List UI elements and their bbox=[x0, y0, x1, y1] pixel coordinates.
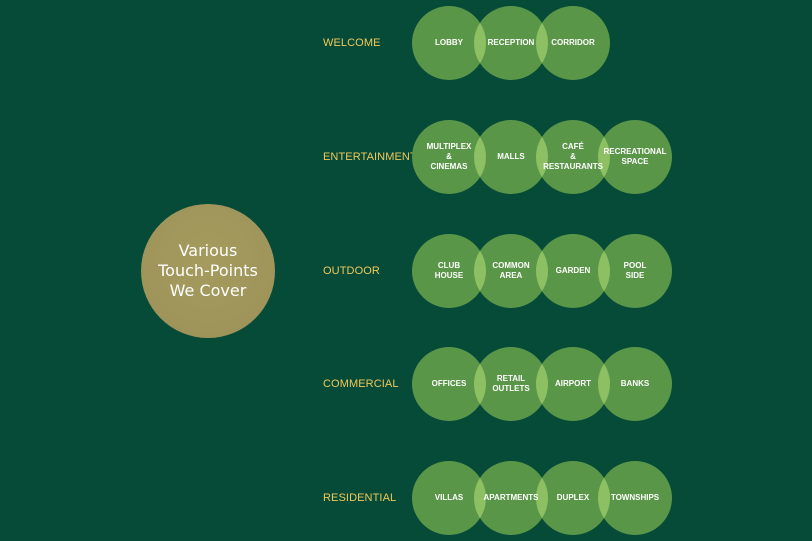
bubble-label: OFFICES bbox=[431, 379, 467, 388]
bubble-circle bbox=[536, 461, 610, 535]
bubble-label: CAFÉ & RESTAURANTS bbox=[543, 142, 603, 171]
bubble-circle bbox=[536, 234, 610, 308]
row-welcome: WELCOME LOBBY RECEPTION CORRIDOR bbox=[0, 6, 812, 80]
bubble-circle bbox=[474, 234, 548, 308]
bubble-label: TOWNSHIPS bbox=[610, 493, 660, 502]
category-label: OUTDOOR bbox=[323, 265, 380, 277]
bubble-chain bbox=[412, 234, 672, 308]
category-label: ENTERTAINMENT bbox=[323, 151, 417, 163]
bubble-circle bbox=[536, 120, 610, 194]
bubble-circle bbox=[536, 6, 610, 80]
bubble-label: CLUB HOUSE bbox=[434, 261, 464, 280]
category-label: WELCOME bbox=[323, 37, 381, 49]
row-residential: RESIDENTIAL VILLAS APARTMENTS DUPLEX TOWNSH… bbox=[0, 461, 812, 535]
bubble-label: CORRIDOR bbox=[551, 38, 595, 47]
bubble-circle bbox=[474, 461, 548, 535]
bubble-circle bbox=[474, 6, 548, 80]
center-circle: Various Touch-Points We Cover bbox=[141, 204, 275, 338]
bubble-circle bbox=[412, 120, 486, 194]
bubble-circle bbox=[474, 120, 548, 194]
row-outdoor: OUTDOOR CLUB HOUSE COMMON AREA GARDEN POOL … bbox=[0, 234, 812, 308]
bubble-label: MULTIPLEX & CINEMAS bbox=[426, 142, 472, 171]
bubble-label: RETAIL OUTLETS bbox=[492, 374, 530, 393]
category-label: RESIDENTIAL bbox=[323, 492, 397, 504]
bubble-label: MALLS bbox=[497, 152, 525, 161]
bubble-label: LOBBY bbox=[435, 38, 463, 47]
bubble-label: DUPLEX bbox=[556, 493, 590, 502]
bubble-circle bbox=[412, 234, 486, 308]
bubble-chain bbox=[412, 347, 672, 421]
bubble-label: AIRPORT bbox=[555, 379, 591, 388]
bubble-label: RECREATIONAL SPACE bbox=[603, 147, 667, 166]
bubble-circle bbox=[536, 347, 610, 421]
bubble-circle bbox=[412, 461, 486, 535]
bubble-label: POOL SIDE bbox=[623, 261, 647, 280]
row-commercial: COMMERCIAL OFFICES RETAIL OUTLETS AIRPORT B… bbox=[0, 347, 812, 421]
bubble-label: APARTMENTS bbox=[483, 493, 539, 502]
category-label: COMMERCIAL bbox=[323, 378, 399, 390]
bubble-label: RECEPTION bbox=[487, 38, 535, 47]
bubble-circle bbox=[598, 234, 672, 308]
bubble-circle bbox=[412, 347, 486, 421]
bubble-label: VILLAS bbox=[434, 493, 464, 502]
bubble-circle bbox=[598, 120, 672, 194]
bubble-label: BANKS bbox=[620, 379, 650, 388]
bubble-circle bbox=[598, 347, 672, 421]
bubble-circle bbox=[412, 6, 486, 80]
bubble-label: COMMON AREA bbox=[492, 261, 530, 280]
bubble-chain bbox=[412, 461, 672, 535]
bubble-chain bbox=[412, 120, 672, 194]
center-title: Various Touch-Points We Cover bbox=[158, 241, 258, 300]
bubble-chain bbox=[412, 6, 610, 80]
bubble-circle bbox=[598, 461, 672, 535]
bubble-label: GARDEN bbox=[555, 266, 591, 275]
row-entertainment: ENTERTAINMENT MULTIPLEX & CINEMAS MALLS CA… bbox=[0, 120, 812, 194]
bubble-circle bbox=[474, 347, 548, 421]
